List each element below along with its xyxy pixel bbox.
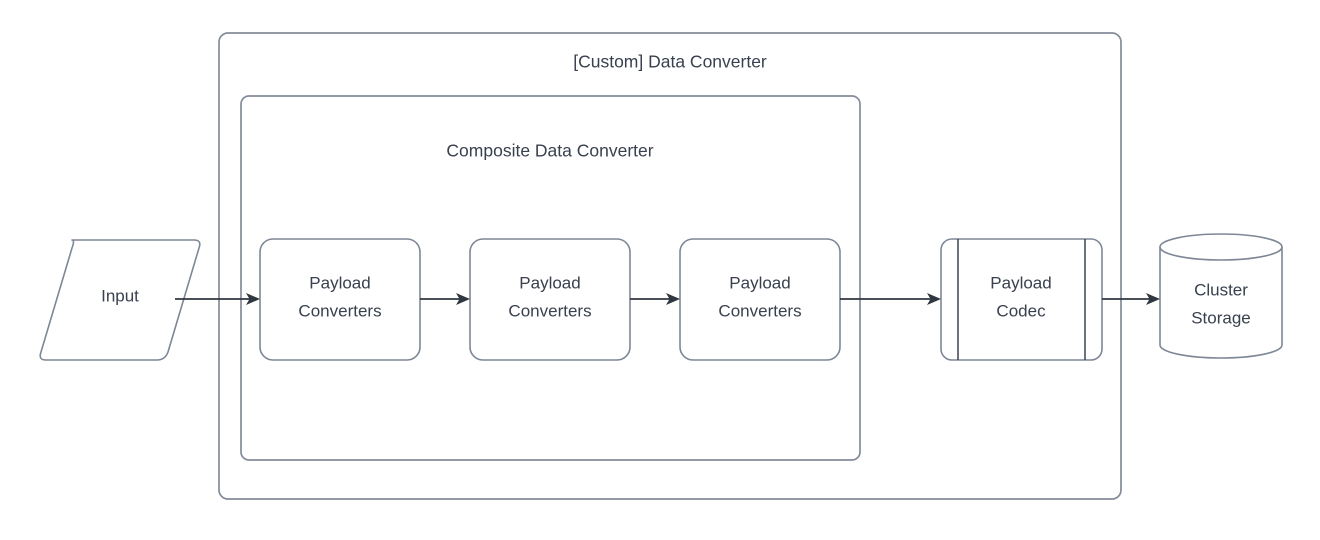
payload-codec-label-line2: Codec (996, 301, 1046, 320)
container-composite-data-converter[interactable]: Composite Data Converter (240, 95, 861, 461)
cluster-storage-label-line1: Cluster (1194, 280, 1248, 299)
payload-codec-box (940, 238, 1103, 361)
arrowhead-icon (1146, 293, 1160, 305)
composite-data-converter-boundary (240, 95, 861, 461)
payload-converters-1-box (259, 238, 421, 361)
payload-converters-2-label-line2: Converters (508, 301, 591, 320)
input-parallelogram-shape (39, 239, 201, 361)
payload-converters-2-box (469, 238, 631, 361)
node-input[interactable]: Input (39, 239, 201, 361)
connector-payload-codec-to-cluster-storage (1102, 293, 1160, 305)
input-label: Input (101, 286, 139, 305)
cluster-storage-label-line2: Storage (1191, 308, 1251, 327)
node-cluster-storage[interactable]: Cluster Storage (1159, 233, 1283, 359)
node-payload-codec[interactable]: Payload Codec (940, 238, 1103, 361)
arrowhead-icon (456, 293, 470, 305)
payload-converters-1-label-line1: Payload (309, 273, 370, 292)
custom-data-converter-boundary (218, 32, 1122, 500)
node-payload-converters-3[interactable]: Payload Converters (679, 238, 841, 361)
arrowhead-icon (666, 293, 680, 305)
composite-data-converter-label: Composite Data Converter (446, 141, 653, 161)
container-custom-data-converter[interactable]: [Custom] Data Converter (218, 32, 1122, 500)
cluster-storage-cylinder-top (1159, 233, 1283, 261)
connector-payload-converters-1-to-2 (420, 293, 470, 305)
connector-input-to-payload-converters-1 (175, 293, 260, 305)
arrowhead-icon (927, 293, 941, 305)
custom-data-converter-label: [Custom] Data Converter (573, 52, 767, 72)
payload-converters-3-box (679, 238, 841, 361)
cluster-storage-cylinder-body (1159, 246, 1283, 359)
arrowhead-icon (246, 293, 260, 305)
connector-payload-converters-2-to-3 (630, 293, 680, 305)
payload-converters-3-label-line2: Converters (718, 301, 801, 320)
payload-converters-3-label-line1: Payload (729, 273, 790, 292)
connector-payload-converters-3-to-payload-codec (840, 293, 941, 305)
payload-converters-1-label-line2: Converters (298, 301, 381, 320)
node-payload-converters-1[interactable]: Payload Converters (259, 238, 421, 361)
node-payload-converters-2[interactable]: Payload Converters (469, 238, 631, 361)
payload-converters-2-label-line1: Payload (519, 273, 580, 292)
payload-codec-label-line1: Payload (990, 273, 1051, 292)
